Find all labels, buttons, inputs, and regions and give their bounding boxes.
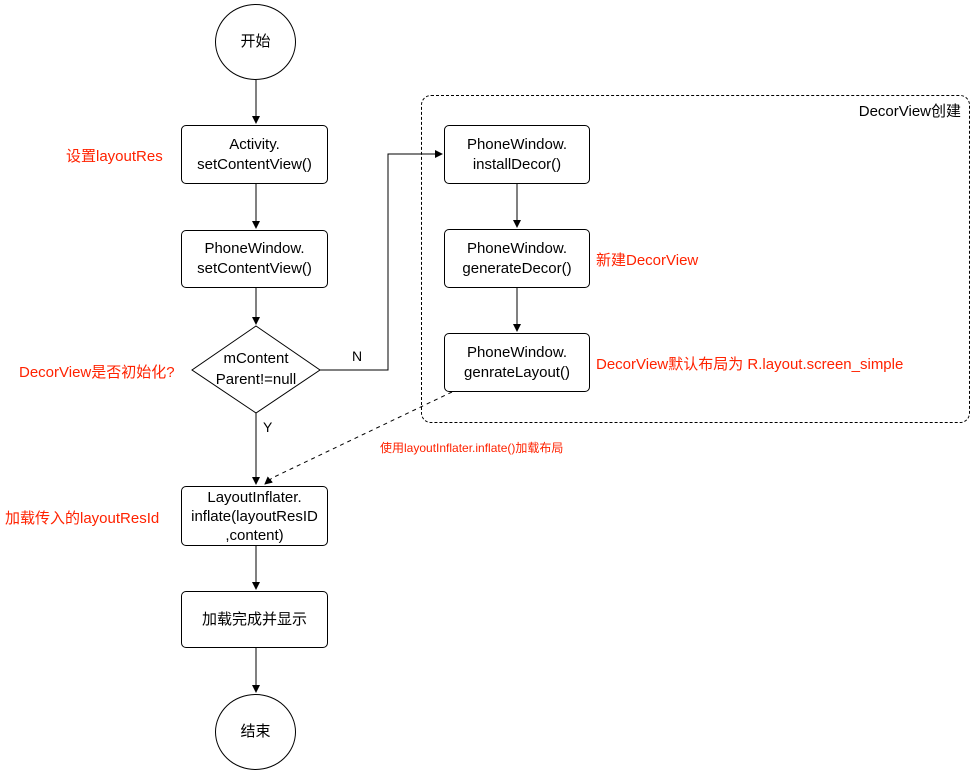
yes-branch-label: Y bbox=[263, 419, 273, 435]
decision-line: mContent bbox=[223, 350, 289, 367]
layout-inflater-inflate-node: LayoutInflater. inflate(layoutResID ,con… bbox=[181, 486, 328, 546]
group-title: DecorView创建 bbox=[858, 103, 961, 120]
node-line: setContentView() bbox=[197, 260, 312, 277]
node-line: PhoneWindow. bbox=[204, 240, 305, 257]
annotation-load-passed-layout: 加载传入的layoutResId bbox=[5, 510, 160, 527]
load-complete-label: 加载完成并显示 bbox=[201, 610, 307, 628]
node-line: LayoutInflater. bbox=[207, 488, 302, 506]
load-complete-node: 加载完成并显示 bbox=[181, 591, 328, 648]
start-label: 开始 bbox=[240, 33, 271, 50]
activity-set-content-view-node: Activity. setContentView() bbox=[181, 125, 328, 184]
node-line: inflate(layoutResID bbox=[191, 507, 318, 525]
decision-diamond-shape bbox=[191, 325, 321, 414]
no-branch-label: N bbox=[352, 348, 363, 364]
phonewindow-set-content-view-node: PhoneWindow. setContentView() bbox=[181, 230, 328, 288]
annotation-new-decorview: 新建DecorView bbox=[596, 252, 699, 269]
generate-layout-node: PhoneWindow. genrateLayout() bbox=[444, 333, 590, 392]
arrow-decision-no-to-install-decor bbox=[320, 150, 443, 371]
end-label: 结束 bbox=[240, 723, 271, 740]
decision-line: Parent!=null bbox=[215, 371, 297, 388]
node-line: genrateLayout() bbox=[464, 363, 570, 381]
annotation-default-layout: DecorView默认布局为 R.layout.screen_simple bbox=[596, 356, 904, 373]
start-node: 开始 bbox=[215, 4, 296, 80]
decision-node: mContent Parent!=null bbox=[206, 348, 306, 390]
annotation-set-layout-res: 设置layoutRes bbox=[66, 148, 163, 165]
node-line: PhoneWindow. bbox=[466, 343, 568, 361]
install-decor-node: PhoneWindow. installDecor() bbox=[444, 125, 590, 184]
decorview-creation-group: DecorView创建 bbox=[421, 95, 970, 423]
node-line: Activity. bbox=[229, 135, 280, 153]
node-line: PhoneWindow. bbox=[466, 135, 568, 153]
generate-decor-node: PhoneWindow. generateDecor() bbox=[444, 229, 590, 288]
node-line: setContentView() bbox=[197, 155, 312, 173]
node-line: generateDecor() bbox=[462, 259, 572, 277]
arrow-layout-to-inflate-dashed bbox=[264, 391, 453, 485]
annotation-decorview-initialized: DecorView是否初始化? bbox=[19, 364, 175, 381]
end-node: 结束 bbox=[215, 694, 296, 770]
node-line: installDecor() bbox=[472, 155, 562, 173]
annotation-use-inflater: 使用layoutInflater.inflate()加载布局 bbox=[380, 441, 564, 455]
node-line: PhoneWindow. bbox=[466, 239, 568, 257]
node-line: ,content) bbox=[225, 526, 284, 544]
